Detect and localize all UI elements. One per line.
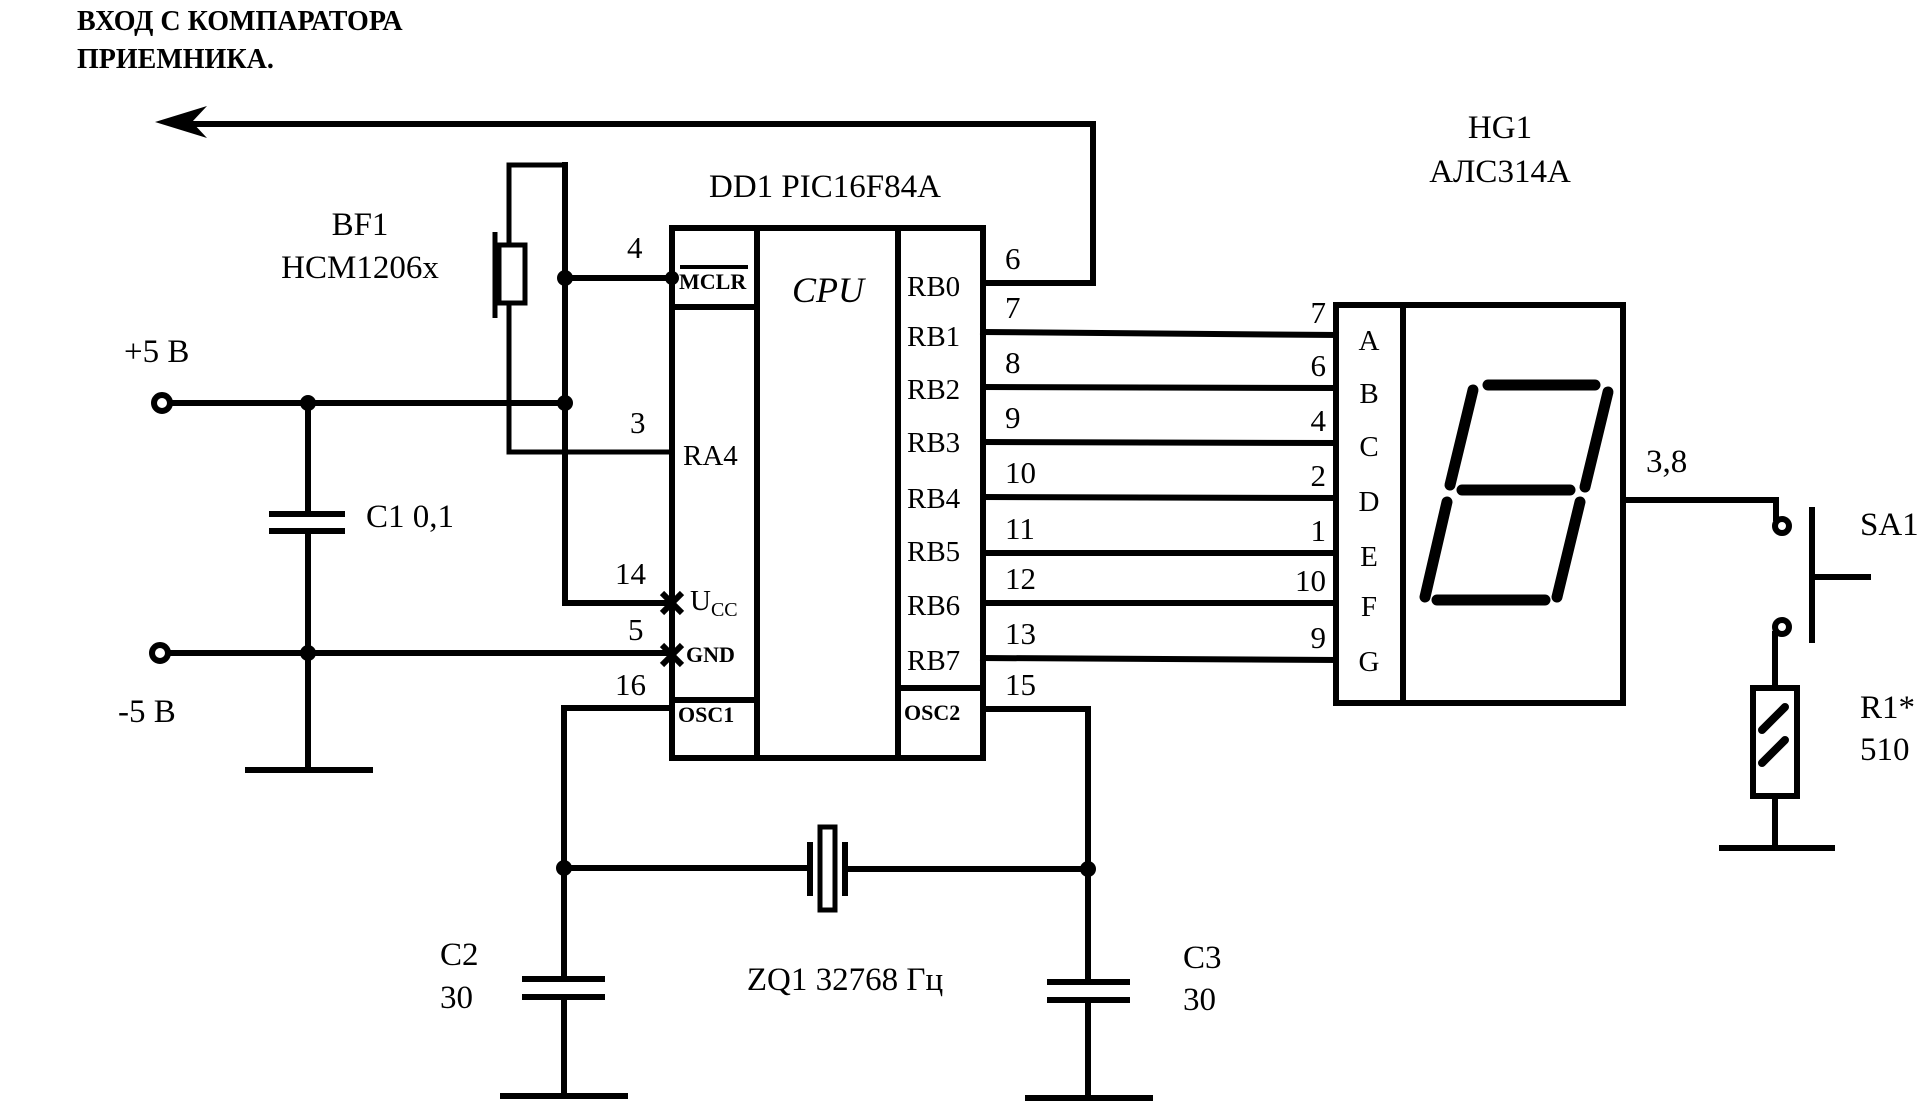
pin-name-rb7: RB7 (907, 645, 960, 677)
arrow-left-icon (155, 106, 207, 138)
bus-wire-rb1 (979, 328, 1340, 339)
c3-ref: C3 (1183, 940, 1222, 976)
segment-letter: C (1359, 431, 1378, 463)
seven-segment-digit (1419, 379, 1614, 606)
junction (300, 645, 316, 661)
pin-num: 3 (630, 405, 646, 440)
vcc-rail (562, 162, 675, 606)
segment-letter: E (1360, 541, 1378, 573)
crystal-zq1 (561, 824, 1091, 913)
pin-name-rb0: RB0 (907, 271, 960, 303)
pin-x-mark (659, 590, 685, 668)
bus-wire-rb3 (979, 438, 1340, 447)
pin-num: 15 (1005, 667, 1036, 702)
zq1-label: ZQ1 32768 Гц (747, 962, 943, 998)
pin-num: 5 (628, 612, 644, 647)
segment-letter: D (1359, 486, 1380, 518)
pin-num: 11 (1005, 511, 1035, 546)
pin-num: 14 (615, 556, 647, 591)
pin-num: 8 (1005, 345, 1021, 380)
segment-letter: A (1359, 325, 1380, 357)
osc1-wire (561, 705, 675, 1099)
c1-label: C1 0,1 (366, 499, 454, 535)
pin-name-osc1: OSC1 (678, 702, 734, 727)
osc2-wire (980, 706, 1091, 1101)
pin-name-rb5: RB5 (907, 536, 960, 568)
display-pin-num: 10 (1295, 563, 1326, 598)
pin-name-mclr: MCLR (679, 269, 747, 294)
pin-name-rb1: RB1 (907, 321, 960, 353)
comparator-input-wire (155, 106, 1096, 286)
display-pin-num: 6 (1311, 348, 1327, 383)
display-pin-num: 7 (1311, 295, 1327, 330)
pin-num: 6 (1005, 241, 1021, 276)
pin-name-ucc: UCC (690, 585, 738, 621)
sa1-ref: SA1 (1860, 507, 1919, 543)
dd1-label: DD1 PIC16F84A (709, 169, 941, 205)
c3-value: 30 (1183, 982, 1216, 1018)
bus-wire-rb2 (979, 383, 1340, 392)
pin-num: 7 (1005, 290, 1021, 325)
segment-e (1419, 496, 1453, 603)
pin-num: 4 (627, 230, 643, 265)
display-pin-num: 1 (1311, 513, 1327, 548)
segment-c (1551, 496, 1586, 603)
pin-name-rb4: RB4 (907, 483, 961, 515)
c2-ref: C2 (440, 937, 479, 973)
r1-value: 510 (1860, 732, 1910, 768)
input-label-line1: ВХОД С КОМПАРАТОРА (77, 6, 403, 37)
pin-num: 16 (615, 667, 646, 702)
pin-name-rb2: RB2 (907, 374, 960, 406)
minus-5v-terminal[interactable] (149, 642, 171, 664)
segment-letter: B (1359, 378, 1378, 410)
common-wire (1620, 497, 1779, 521)
pin-name-rb3: RB3 (907, 427, 960, 459)
display-pin-num: 2 (1311, 458, 1327, 493)
input-label-line2: ПРИЕМНИКА. (77, 44, 274, 75)
display-pin-num: 9 (1311, 620, 1327, 655)
pin-name-osc2: OSC2 (904, 700, 960, 725)
minus-5v-label: -5 В (118, 694, 176, 730)
switch-sa1[interactable] (1772, 507, 1871, 643)
bf1-part: HCM1206x (281, 250, 439, 286)
resistor-r1 (1719, 631, 1835, 851)
segment-b (1579, 386, 1614, 493)
segment-letter: F (1361, 591, 1377, 623)
plus-5v-label: +5 В (124, 334, 189, 370)
pin-num: 13 (1005, 616, 1036, 651)
capacitor-c3 (1025, 979, 1153, 1101)
pin-name-rb6: RB6 (907, 590, 960, 622)
c2-value: 30 (440, 980, 473, 1016)
pin-name-ra4: RA4 (683, 440, 738, 472)
capacitor-c2 (500, 976, 628, 1099)
bf1-ref: BF1 (332, 207, 389, 243)
r1-ref: R1* (1860, 690, 1915, 726)
junction (557, 270, 573, 286)
pin-num: 9 (1005, 400, 1021, 435)
bf1-piezo-element (492, 162, 670, 455)
hg1-part: АЛС314А (1429, 154, 1571, 190)
plus-5v-terminal[interactable] (151, 392, 173, 414)
dd1-chip (669, 225, 986, 761)
segment-f (1444, 384, 1479, 491)
bus-wire-rb7 (979, 654, 1340, 664)
hg1-display (1333, 302, 1626, 706)
hg1-ref: HG1 (1468, 110, 1532, 146)
cpu-label: CPU (792, 270, 866, 310)
hg1-common-pins: 3,8 (1646, 444, 1687, 480)
bus-wire-rb4 (979, 493, 1340, 502)
pin-num: 10 (1005, 455, 1036, 490)
segment-letter: G (1359, 646, 1380, 678)
pin-num: 12 (1005, 561, 1036, 596)
display-pin-num: 4 (1311, 403, 1327, 438)
pin-name-gnd: GND (686, 642, 735, 667)
